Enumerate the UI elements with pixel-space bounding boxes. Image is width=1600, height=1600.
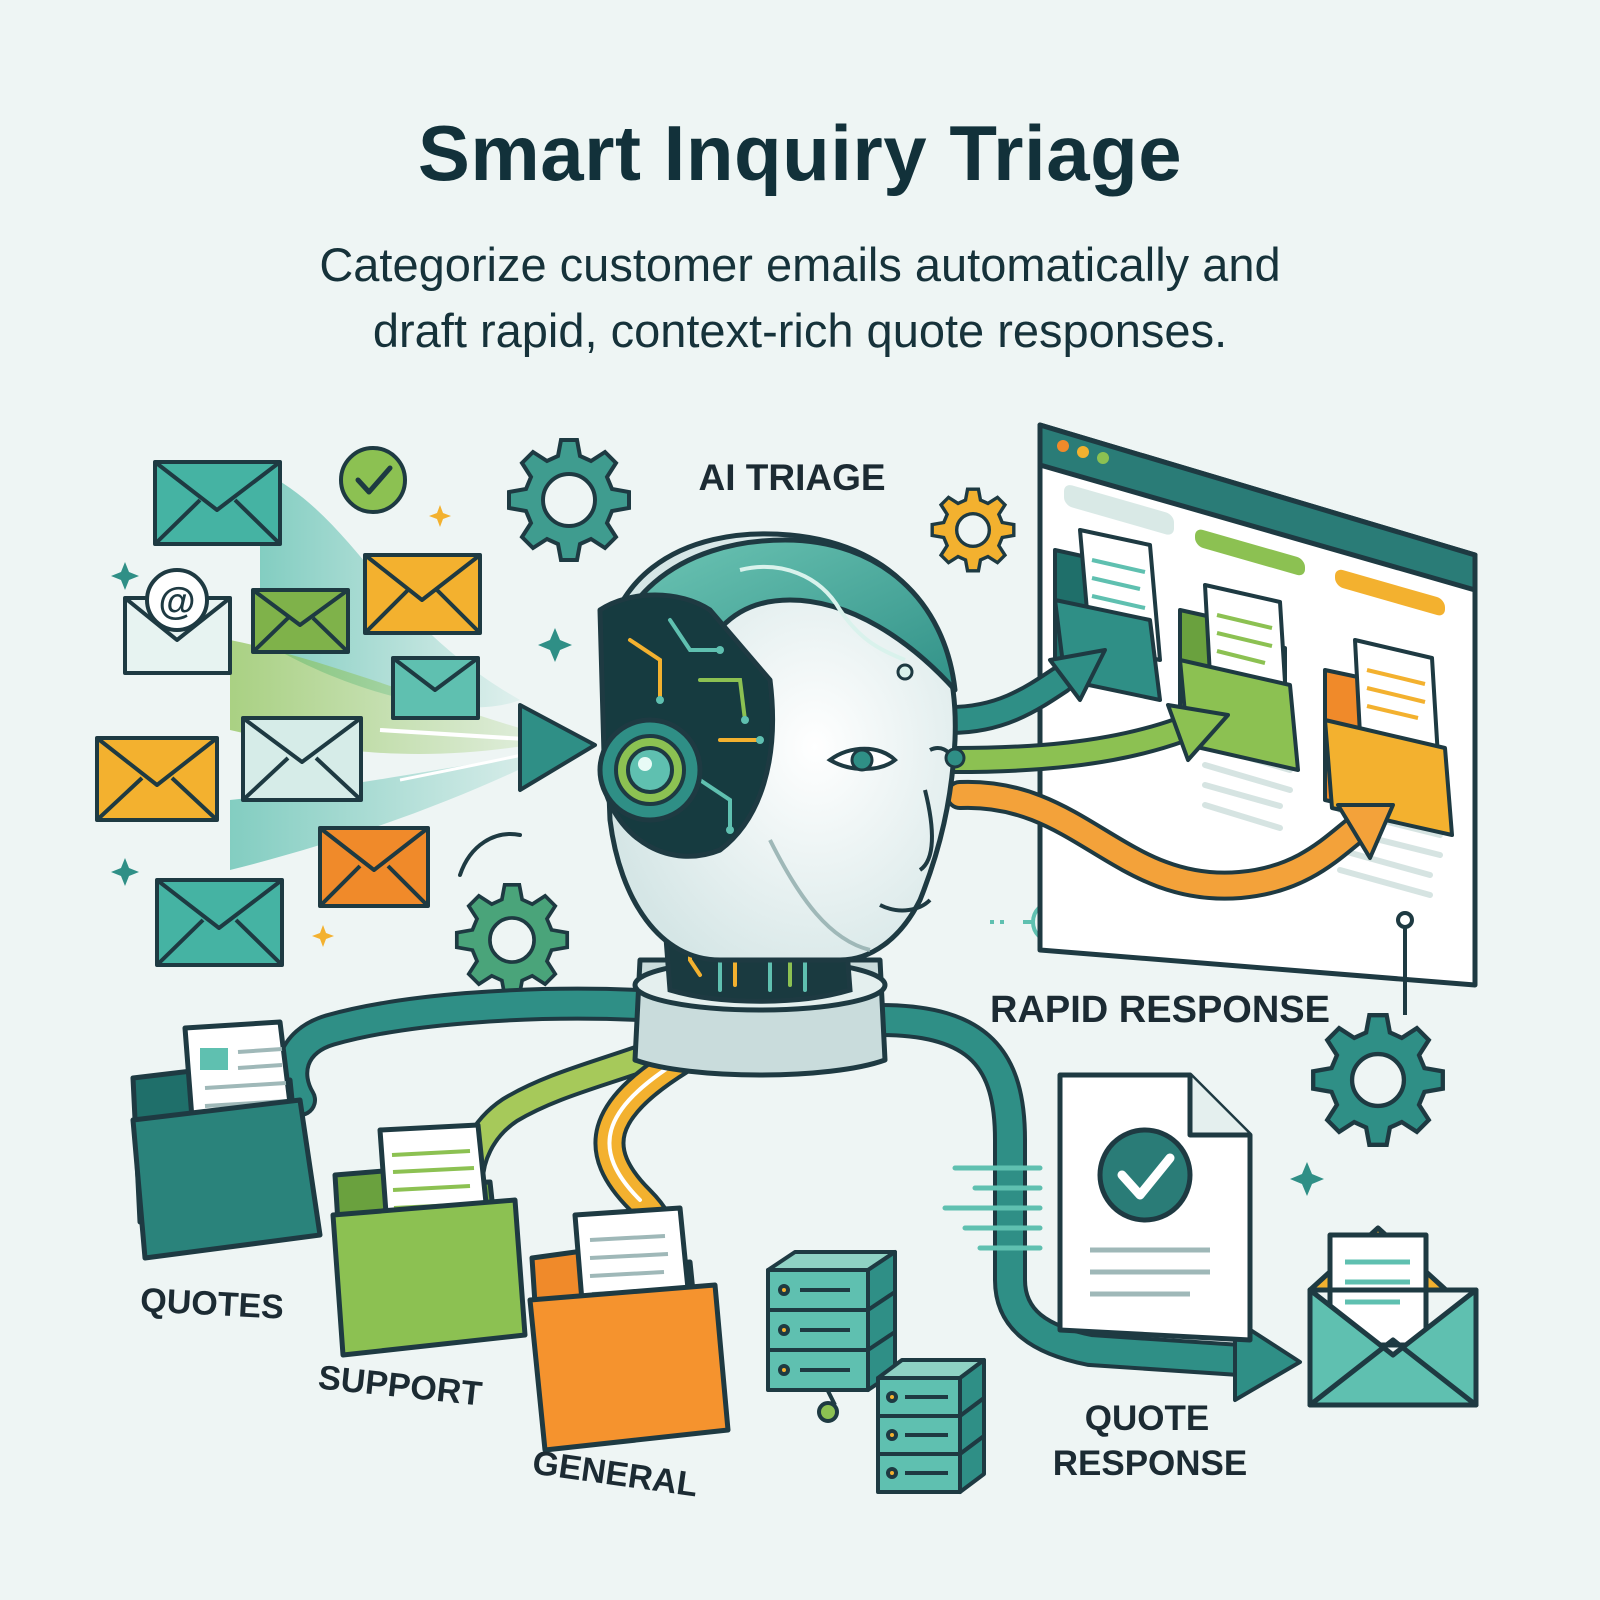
page-title: Smart Inquiry Triage (417, 109, 1183, 197)
envelope-icon (153, 460, 282, 546)
label-quote-response-line1: QUOTE (1085, 1399, 1209, 1438)
envelope-icon (251, 588, 350, 654)
sparkle-icon (312, 505, 451, 947)
envelope-icon (363, 553, 482, 635)
envelope-icon (391, 656, 480, 720)
page-subtitle: Categorize customer emails automatically… (0, 232, 1600, 364)
speed-lines (942, 1165, 1043, 1251)
label-support: SUPPORT (316, 1359, 484, 1414)
folder-icon (330, 1122, 528, 1358)
label-quotes: QUOTES (139, 1281, 284, 1326)
connector-pin (1396, 911, 1414, 1015)
envelope-icon (155, 878, 284, 967)
label-quote-response-line2: RESPONSE (1053, 1444, 1248, 1483)
subtitle-line-1: Categorize customer emails automatically… (319, 238, 1281, 291)
output-arrow-teal (935, 648, 1107, 735)
label-general: GENERAL (530, 1444, 700, 1505)
output-arrow-green (941, 703, 1230, 774)
subtitle-line-2: draft rapid, context-rich quote response… (372, 304, 1228, 357)
open-envelope-icon (1307, 1225, 1479, 1408)
inbound-arrow (518, 703, 597, 792)
server-icon (876, 1358, 986, 1494)
gear-icon (1313, 1015, 1443, 1145)
envelope-icon (241, 716, 363, 802)
label-rapid-response: RAPID RESPONSE (990, 989, 1330, 1031)
at-envelope-icon: @ (123, 568, 232, 675)
at-symbol: @ (158, 581, 195, 623)
gear-icon (454, 882, 570, 998)
sparkle-icon (111, 562, 1324, 1196)
route-quotes (275, 986, 657, 1117)
check-circle-icon (339, 446, 407, 514)
gear-icon (930, 487, 1016, 573)
label-ai-triage: AI TRIAGE (698, 457, 885, 498)
robot-head-icon (597, 531, 966, 1078)
envelope-icon (95, 736, 219, 822)
gear-icon (507, 438, 631, 562)
output-arrow-orange (945, 779, 1395, 901)
folder-icon (130, 1019, 323, 1261)
document-check-icon (1057, 1072, 1253, 1343)
folder-icon (527, 1205, 731, 1453)
envelope-icon (318, 826, 430, 908)
server-icon (766, 1250, 897, 1423)
